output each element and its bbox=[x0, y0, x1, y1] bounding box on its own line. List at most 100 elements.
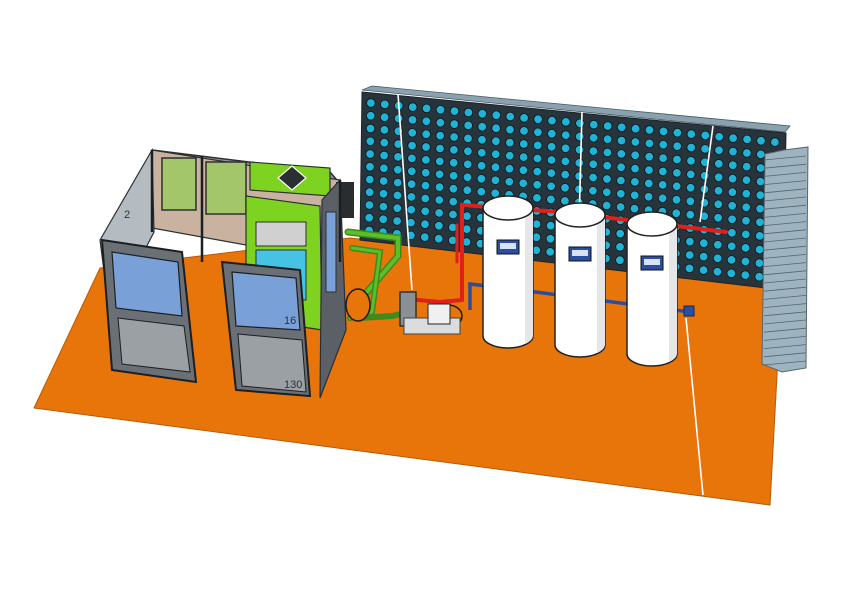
acoustic-cell bbox=[504, 163, 515, 174]
acoustic-cell bbox=[643, 192, 654, 202]
acoustic-cell bbox=[589, 119, 599, 130]
front-left-door-mesh bbox=[117, 317, 191, 373]
acoustic-wall bbox=[359, 85, 809, 373]
front-right-door-mesh bbox=[237, 333, 307, 393]
acoustic-cell bbox=[421, 142, 431, 152]
acoustic-cell bbox=[505, 150, 515, 161]
acoustic-cell bbox=[698, 265, 709, 275]
acoustic-cell bbox=[741, 175, 752, 185]
side-stack-seam bbox=[763, 180, 807, 185]
acoustic-cell bbox=[408, 102, 418, 112]
acoustic-cell bbox=[616, 175, 626, 186]
hot-pipe-drop bbox=[416, 298, 464, 305]
acoustic-cell bbox=[449, 106, 460, 116]
acoustic-cell bbox=[518, 165, 529, 175]
wire-4 bbox=[685, 317, 704, 496]
acoustic-cell bbox=[545, 234, 556, 244]
side-stack-seam bbox=[763, 196, 807, 202]
fan-grille-icon bbox=[277, 165, 307, 191]
acoustic-cell bbox=[686, 142, 696, 153]
side-stack-seam bbox=[763, 237, 807, 243]
acoustic-cell bbox=[366, 98, 376, 108]
acoustic-cell bbox=[561, 130, 571, 140]
acoustic-cell bbox=[561, 117, 571, 127]
acoustic-cell bbox=[658, 126, 669, 137]
acoustic-cell bbox=[407, 153, 417, 164]
acoustic-cell bbox=[700, 130, 711, 141]
tank-shade bbox=[597, 215, 605, 353]
acoustic-cell bbox=[477, 135, 487, 145]
tank-top bbox=[554, 202, 606, 228]
acoustic-cell bbox=[560, 156, 571, 167]
acoustic-cell bbox=[602, 187, 612, 198]
acoustic-cell bbox=[435, 130, 445, 141]
acoustic-cell bbox=[602, 160, 612, 171]
acoustic-cell bbox=[476, 186, 487, 197]
acoustic-cell bbox=[476, 161, 487, 171]
acoustic-cell bbox=[393, 139, 403, 149]
acoustic-cell bbox=[406, 179, 417, 189]
acoustic-cell bbox=[379, 163, 389, 174]
acoustic-cell bbox=[462, 172, 473, 183]
acoustic-cell bbox=[366, 111, 376, 121]
acoustic-cell bbox=[476, 174, 487, 184]
acoustic-cell bbox=[714, 132, 724, 142]
acoustic-cell bbox=[728, 160, 738, 170]
acoustic-cell bbox=[392, 216, 402, 226]
acoustic-cell bbox=[477, 122, 487, 132]
acoustic-cell bbox=[477, 148, 487, 158]
tank-3 bbox=[626, 211, 678, 367]
acoustic-cell bbox=[672, 141, 682, 151]
acoustic-cell bbox=[615, 242, 625, 252]
acoustic-cell bbox=[684, 263, 695, 274]
cold-pipe-end-valve bbox=[683, 305, 695, 317]
acoustic-cell bbox=[713, 199, 724, 210]
tank-nameplate-window bbox=[572, 250, 588, 256]
acoustic-cell bbox=[545, 220, 556, 231]
acoustic-cell bbox=[420, 180, 431, 191]
acoustic-cell bbox=[448, 171, 459, 181]
side-stack-seam bbox=[763, 319, 807, 325]
acoustic-cell bbox=[740, 270, 751, 280]
acoustic-cell bbox=[491, 110, 502, 120]
acoustic-cell bbox=[435, 117, 446, 128]
acoustic-wall-top bbox=[361, 85, 791, 133]
acoustic-cell bbox=[491, 149, 501, 159]
acoustic-cell bbox=[615, 255, 625, 265]
acoustic-cell bbox=[407, 115, 418, 125]
side-stack-seam bbox=[763, 213, 807, 218]
acoustic-cell bbox=[365, 162, 375, 172]
acoustic-cell bbox=[685, 250, 695, 260]
acoustic-cell bbox=[630, 190, 640, 201]
acoustic-cell bbox=[406, 205, 416, 215]
acoustic-cell bbox=[602, 147, 613, 158]
side-stack-seam bbox=[763, 352, 807, 358]
acoustic-cell bbox=[505, 124, 515, 135]
acoustic-cell bbox=[434, 233, 444, 244]
acoustic-cell bbox=[365, 123, 376, 134]
acoustic-cell bbox=[533, 127, 543, 138]
acoustic-cell bbox=[686, 169, 696, 180]
acoustic-cell bbox=[728, 133, 738, 143]
acoustic-cell bbox=[644, 138, 655, 149]
acoustic-cell bbox=[588, 146, 599, 156]
side-stack-seam bbox=[763, 278, 807, 284]
acoustic-cell bbox=[518, 178, 528, 189]
acoustic-cell bbox=[713, 186, 724, 196]
acoustic-cell bbox=[463, 133, 473, 144]
side-stack-seam bbox=[763, 360, 807, 366]
side-stack-seam bbox=[763, 262, 807, 267]
wire-3 bbox=[699, 125, 714, 223]
acoustic-cell bbox=[547, 115, 557, 126]
acoustic-cell bbox=[700, 171, 710, 181]
acoustic-cell bbox=[462, 185, 473, 195]
acoustic-cell bbox=[463, 146, 473, 157]
side-stack-seam bbox=[763, 336, 807, 341]
acoustic-cell bbox=[700, 144, 710, 154]
acoustic-cell bbox=[644, 178, 654, 189]
acoustic-cell bbox=[532, 166, 543, 177]
acoustic-cell bbox=[365, 174, 375, 185]
side-stack-seam bbox=[763, 286, 807, 292]
side-stack-seam bbox=[763, 204, 807, 210]
acoustic-cell bbox=[588, 172, 598, 183]
